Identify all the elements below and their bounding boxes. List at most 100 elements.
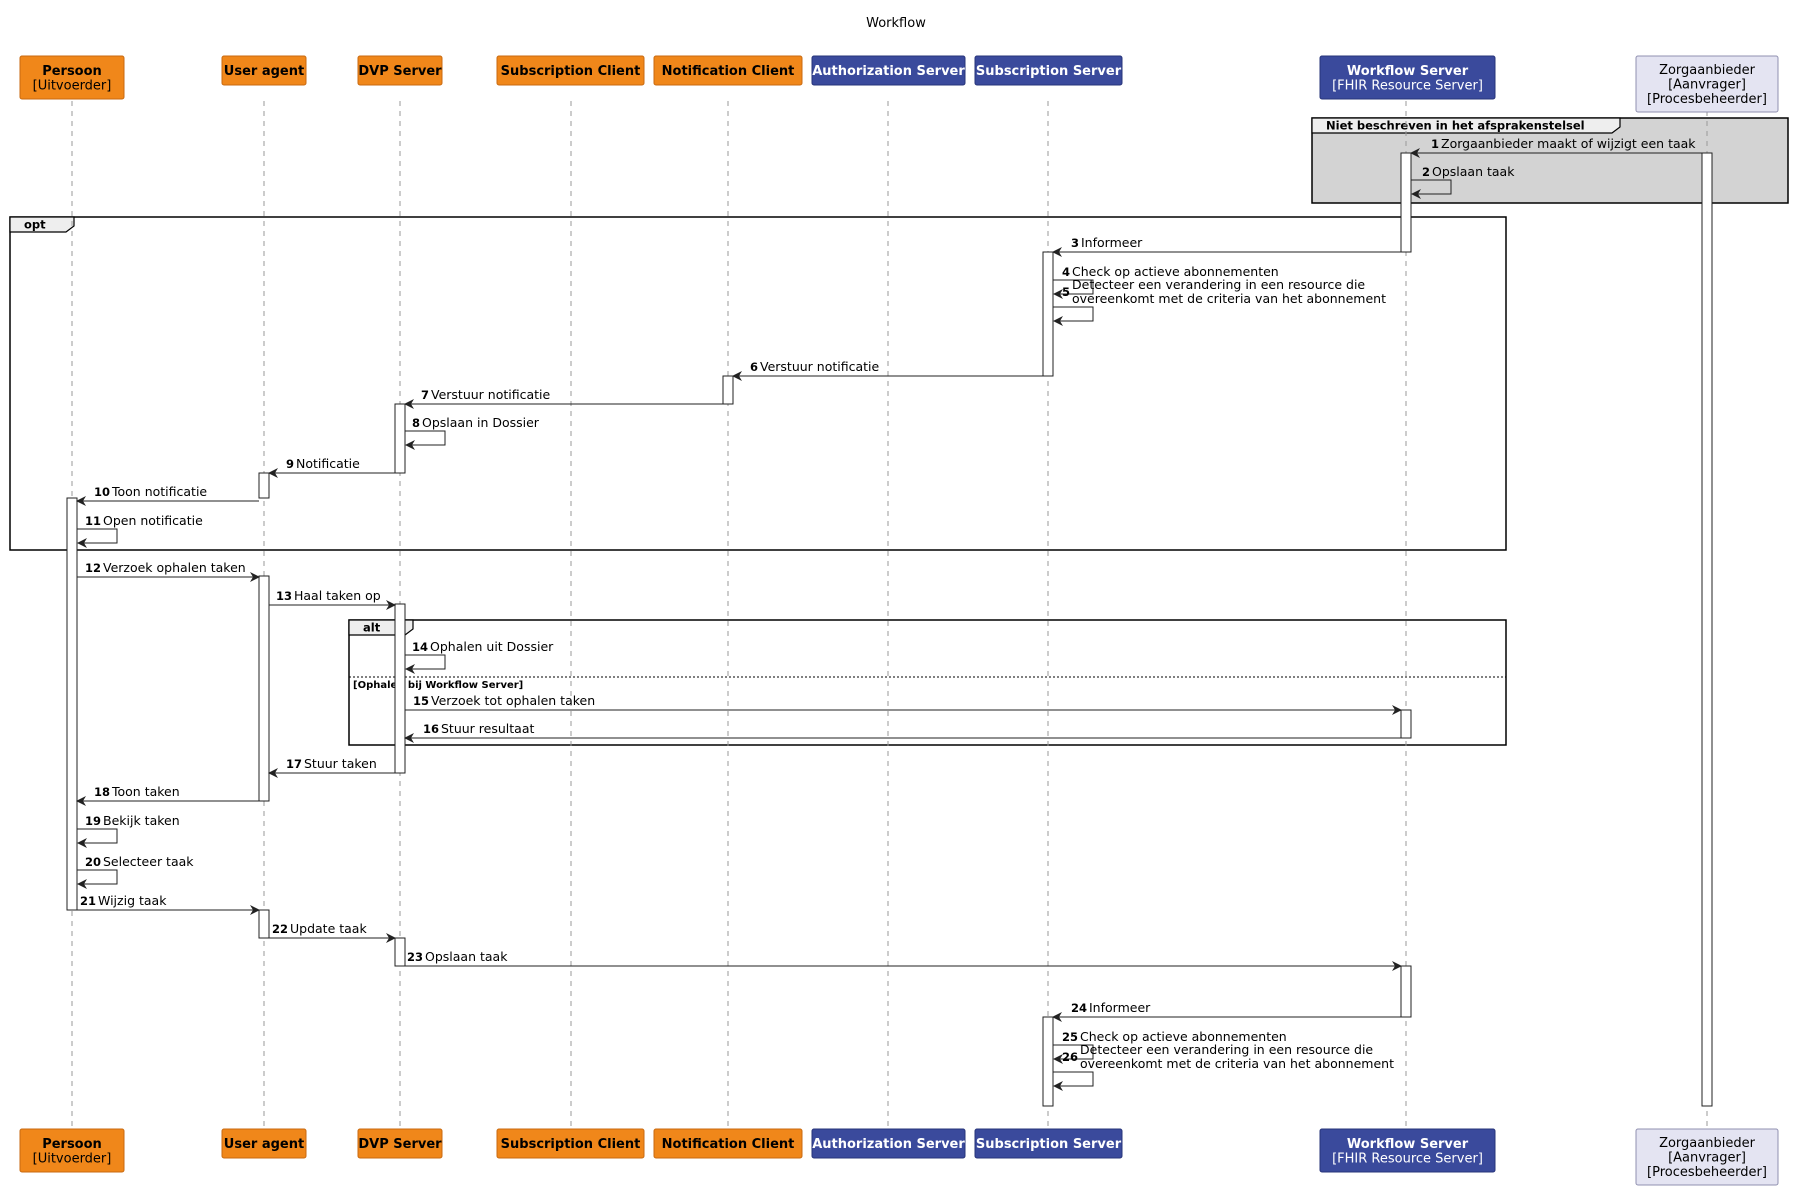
message-arrow xyxy=(1053,1044,1094,1064)
diagram-title: Workflow xyxy=(866,16,926,31)
participant-label: Persoon xyxy=(42,1137,102,1152)
participant-label: DVP Server xyxy=(358,64,442,79)
fragment-frame xyxy=(9,216,1507,551)
participant-zorg-bottom: Zorgaanbieder[Aanvrager][Procesbeheerder… xyxy=(1635,1128,1779,1186)
activation-bar xyxy=(258,909,270,939)
participant-dvp-bottom: DVP Server xyxy=(357,1128,443,1159)
message-arrow xyxy=(405,654,446,674)
message-label: Stuur taken xyxy=(304,756,377,771)
participant-label: Workflow Server xyxy=(1347,64,1469,79)
message-label: Detecteer een verandering in een resourc… xyxy=(1080,1042,1373,1057)
message-arrow xyxy=(1053,1071,1094,1091)
participant-zorg-top: Zorgaanbieder[Aanvrager][Procesbeheerder… xyxy=(1635,55,1779,113)
message-number: 3 xyxy=(1071,236,1079,250)
participant-notclient-bottom: Notification Client xyxy=(653,1128,803,1159)
message-number: 24 xyxy=(1071,1001,1087,1015)
message-number: 9 xyxy=(286,457,294,471)
participant-box xyxy=(1635,55,1779,113)
fragment-opt: opt xyxy=(9,216,1507,551)
participant-label: [FHIR Resource Server] xyxy=(1332,1151,1483,1166)
participant-label: Subscription Server xyxy=(976,1137,1122,1152)
participant-box xyxy=(974,1128,1123,1159)
fragment-label-tab xyxy=(1311,117,1621,134)
participant-label: Zorgaanbieder xyxy=(1659,63,1756,78)
participant-workflow-top: Workflow Server[FHIR Resource Server] xyxy=(1319,55,1496,100)
participant-box xyxy=(496,55,645,86)
activation-bar xyxy=(394,403,406,474)
activation-bar xyxy=(1042,251,1054,377)
participant-box xyxy=(221,1128,307,1159)
activation-bar xyxy=(66,497,78,911)
message-number: 4 xyxy=(1062,265,1070,279)
message-label: Check op actieve abonnementen xyxy=(1072,264,1279,279)
message-arrow xyxy=(1411,179,1452,199)
activation-layer xyxy=(66,152,1713,1107)
message-number: 13 xyxy=(276,589,292,603)
message-label: Notificatie xyxy=(296,456,360,471)
participant-label: Subscription Server xyxy=(976,64,1122,79)
message-label: Opslaan taak xyxy=(1432,164,1515,179)
message-number: 20 xyxy=(85,855,101,869)
message-label: Informeer xyxy=(1089,1000,1151,1015)
message-label: Verstuur notificatie xyxy=(760,359,880,374)
message-label: Informeer xyxy=(1081,235,1143,250)
participant-label: [Uitvoerder] xyxy=(33,78,112,93)
participant-label: Workflow Server xyxy=(1347,1137,1469,1152)
message-label: overeenkomt met de criteria van het abon… xyxy=(1080,1056,1394,1071)
participant-useragent-top: User agent xyxy=(221,55,307,86)
participant-label: Authorization Server xyxy=(812,1137,965,1152)
message-number: 23 xyxy=(407,950,423,964)
message-number: 18 xyxy=(94,785,110,799)
activation-bar xyxy=(1701,152,1713,1107)
message-label: Haal taken op xyxy=(294,588,381,603)
participant-label: [Aanvrager] xyxy=(1668,78,1746,93)
activation-bar xyxy=(394,937,406,967)
message-label: Verzoek tot ophalen taken xyxy=(431,693,595,708)
message-label: Wijzig taak xyxy=(98,893,167,908)
message-number: 10 xyxy=(94,485,110,499)
participant-box xyxy=(221,55,307,86)
fragment-label-tab xyxy=(9,216,75,233)
activation-bar xyxy=(722,375,734,405)
participant-label: [Procesbeheerder] xyxy=(1647,92,1767,107)
participant-box xyxy=(974,55,1123,86)
message-label: Stuur resultaat xyxy=(441,721,534,736)
activation-bar xyxy=(258,472,270,499)
participant-label: Authorization Server xyxy=(812,64,965,79)
lifeline-layer xyxy=(71,101,1708,1129)
participant-label: Zorgaanbieder xyxy=(1659,1136,1756,1151)
message-arrow xyxy=(77,528,118,548)
participant-layer: Persoon[Uitvoerder]Persoon[Uitvoerder]Us… xyxy=(19,55,1779,1186)
message-arrow xyxy=(77,869,118,889)
participant-subserver-top: Subscription Server xyxy=(974,55,1123,86)
participant-workflow-bottom: Workflow Server[FHIR Resource Server] xyxy=(1319,1128,1496,1173)
fragment-label: Niet beschreven in het afsprakenstelsel xyxy=(1326,119,1585,133)
participant-notclient-top: Notification Client xyxy=(653,55,803,86)
participant-box xyxy=(19,55,125,100)
message-number: 7 xyxy=(421,388,429,402)
message-number: 17 xyxy=(286,757,302,771)
message-label: Opslaan taak xyxy=(425,949,508,964)
participant-box xyxy=(653,1128,803,1159)
activation-bar xyxy=(258,575,270,802)
participant-label: [FHIR Resource Server] xyxy=(1332,78,1483,93)
message-number: 1 xyxy=(1431,137,1439,151)
activation-bar xyxy=(1400,709,1412,739)
participant-box xyxy=(1319,55,1496,100)
message-label: Toon notificatie xyxy=(111,484,207,499)
